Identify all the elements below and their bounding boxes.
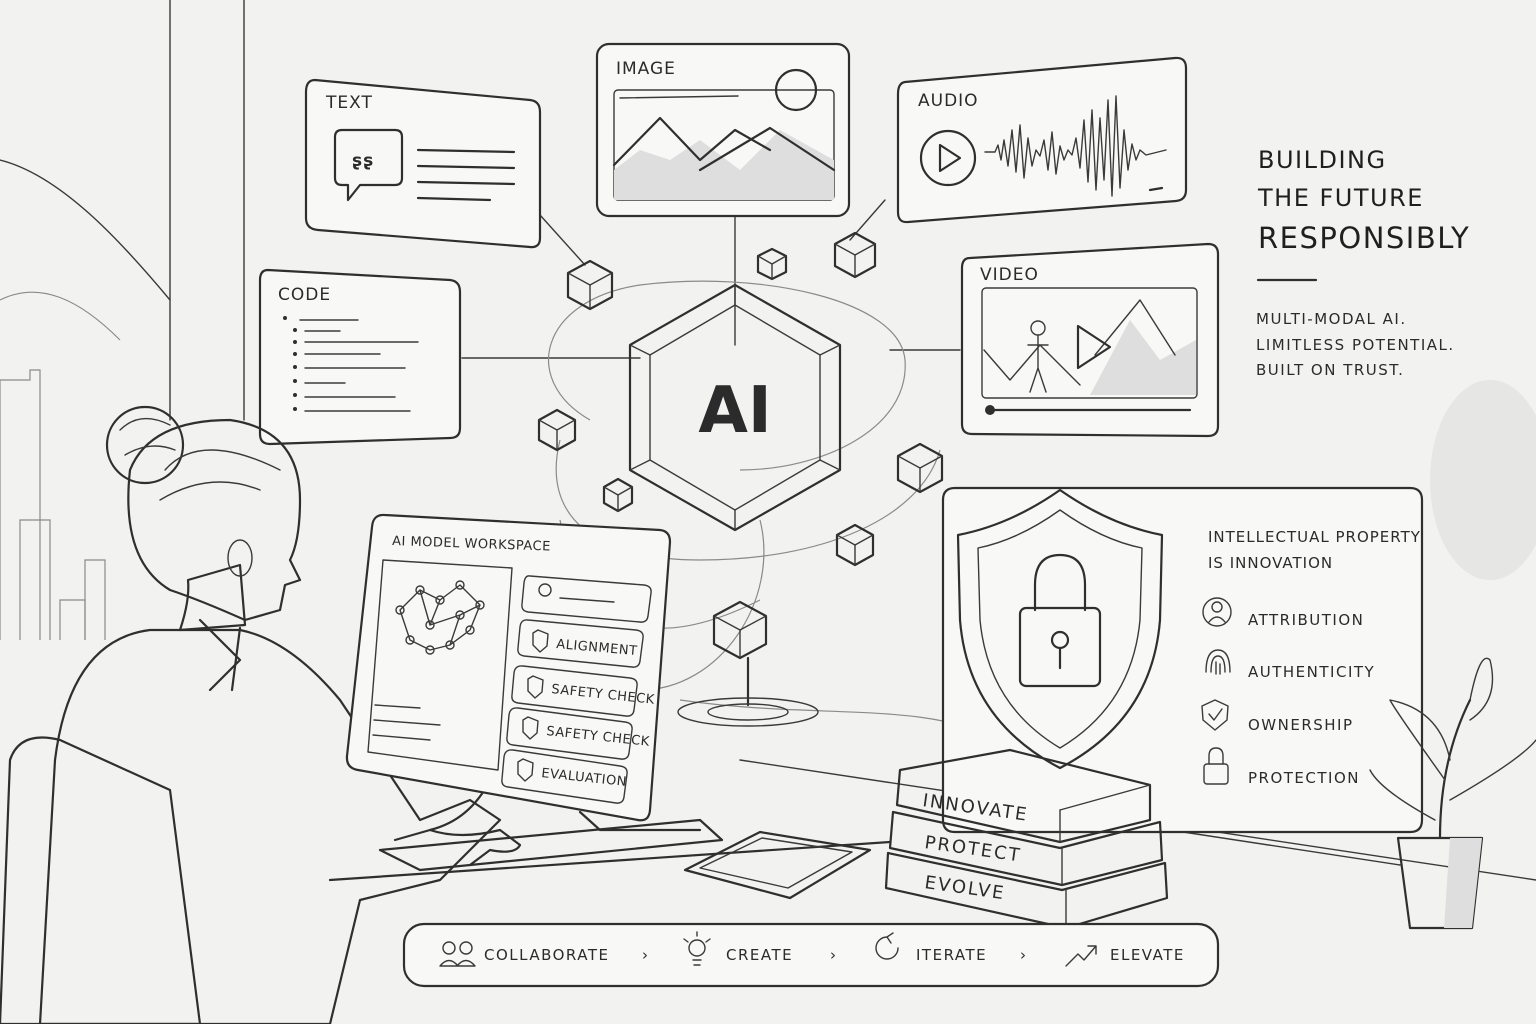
city-skyline bbox=[0, 369, 106, 640]
headline: BUILDING THE FUTURE RESPONSIBLY MULTI-MO… bbox=[1256, 146, 1470, 379]
people-icon bbox=[439, 941, 476, 967]
ip-item-label: ATTRIBUTION bbox=[1248, 611, 1364, 629]
ip-board: INTELLECTUAL PROPERTY IS INNOVATION ATTR… bbox=[941, 486, 1424, 834]
quote-icon: ʂʂ bbox=[352, 151, 374, 171]
ip-item-protection: PROTECTION bbox=[1203, 747, 1360, 787]
ip-item-attribution: ATTRIBUTION bbox=[1202, 597, 1364, 629]
cube-node bbox=[566, 259, 614, 311]
workflow-step-label: ELEVATE bbox=[1110, 946, 1185, 964]
audio-card: AUDIO bbox=[896, 56, 1188, 224]
shield-check-icon bbox=[1201, 699, 1229, 731]
ip-item-label: AUTHENTICITY bbox=[1248, 663, 1375, 681]
workflow-step-label: ITERATE bbox=[916, 946, 987, 964]
trend-up-icon bbox=[1065, 945, 1097, 967]
ip-item-authenticity: AUTHENTICITY bbox=[1205, 649, 1375, 681]
code-card-label: CODE bbox=[278, 285, 331, 305]
video-play-icon bbox=[1076, 324, 1112, 370]
workflow-step-label: COLLABORATE bbox=[484, 946, 609, 964]
headline-line3: RESPONSIBLY bbox=[1258, 221, 1470, 255]
workspace-search-field[interactable] bbox=[521, 575, 652, 623]
workspace-monitor: AI MODEL WORKSPACE ALIGNMENT SAFETY CHEC… bbox=[345, 513, 724, 872]
chevron-right-icon: › bbox=[830, 946, 838, 964]
image-card-label: IMAGE bbox=[616, 59, 676, 79]
cube-node bbox=[835, 523, 875, 567]
background-blob bbox=[1430, 380, 1536, 580]
headline-line1: BUILDING bbox=[1258, 146, 1387, 174]
play-icon bbox=[919, 129, 977, 187]
workflow-step-label: CREATE bbox=[726, 946, 793, 964]
shield-icon bbox=[527, 675, 544, 699]
shield-icon bbox=[517, 758, 534, 782]
ai-core: AI bbox=[628, 283, 842, 532]
ip-title-line1: INTELLECTUAL PROPERTY bbox=[1208, 528, 1421, 546]
text-card-label: TEXT bbox=[325, 93, 373, 113]
ip-item-ownership: OWNERSHIP bbox=[1201, 699, 1354, 734]
headline-line2: THE FUTURE bbox=[1257, 184, 1424, 212]
ip-item-label: PROTECTION bbox=[1248, 769, 1360, 787]
plant bbox=[1369, 657, 1536, 930]
refresh-icon bbox=[875, 932, 899, 960]
workspace-title: AI MODEL WORKSPACE bbox=[392, 534, 551, 555]
shield-icon bbox=[956, 488, 1164, 770]
tablet bbox=[683, 830, 872, 900]
shield-icon bbox=[532, 629, 549, 653]
video-card: VIDEO bbox=[960, 242, 1220, 438]
ai-label: AI bbox=[698, 374, 771, 448]
text-card: TEXT ʂʂ bbox=[304, 78, 542, 249]
window-frame bbox=[0, 0, 245, 421]
workspace-item-label: ALIGNMENT bbox=[556, 637, 638, 659]
cube-node bbox=[833, 231, 877, 279]
code-card: CODE bbox=[258, 268, 462, 446]
ip-item-label: OWNERSHIP bbox=[1248, 716, 1354, 734]
neural-net-graph bbox=[395, 580, 485, 655]
cube-node bbox=[756, 247, 788, 281]
chevron-right-icon: › bbox=[642, 946, 650, 964]
shield-icon bbox=[522, 716, 539, 740]
lock-icon bbox=[1018, 553, 1102, 688]
workflow-bar: COLLABORATE › CREATE › ITERATE › ELEVATE bbox=[402, 922, 1220, 988]
workflow-step-elevate: ELEVATE bbox=[1065, 945, 1185, 967]
image-card: IMAGE bbox=[595, 42, 851, 218]
cube-node bbox=[602, 477, 634, 513]
video-card-label: VIDEO bbox=[980, 265, 1039, 285]
workspace-item-alignment[interactable]: ALIGNMENT bbox=[517, 619, 644, 668]
ip-title-line2: IS INNOVATION bbox=[1208, 554, 1333, 572]
workflow-step-iterate: ITERATE bbox=[875, 932, 987, 964]
network-cubes bbox=[537, 231, 944, 727]
lock-icon bbox=[1208, 747, 1224, 765]
tagline-line1: MULTI-MODAL AI. bbox=[1256, 310, 1407, 328]
tagline-line3: BUILT ON TRUST. bbox=[1256, 361, 1404, 379]
cube-node bbox=[712, 600, 768, 660]
workflow-step-collaborate: COLLABORATE bbox=[439, 941, 609, 967]
chevron-right-icon: › bbox=[1020, 946, 1028, 964]
cube-node bbox=[537, 408, 577, 452]
person bbox=[0, 405, 522, 1024]
tagline-line2: LIMITLESS POTENTIAL. bbox=[1256, 336, 1455, 354]
waveform bbox=[984, 95, 1167, 197]
lightbulb-icon bbox=[683, 931, 711, 966]
fingerprint-icon bbox=[1205, 649, 1231, 675]
workflow-step-create: CREATE bbox=[683, 931, 793, 966]
cube-node bbox=[896, 442, 944, 494]
code-lines bbox=[283, 316, 419, 412]
audio-card-label: AUDIO bbox=[918, 91, 979, 111]
